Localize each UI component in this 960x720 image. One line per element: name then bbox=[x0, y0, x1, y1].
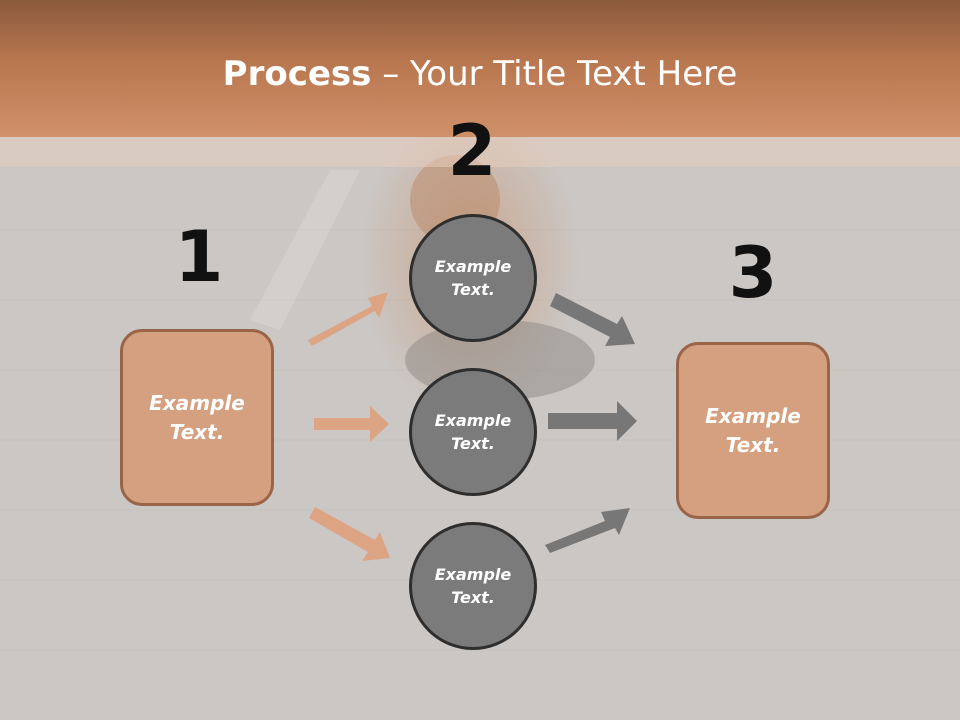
arrow-1-to-2a bbox=[308, 292, 388, 346]
step-1-text: Example Text. bbox=[149, 390, 245, 444]
step-2c-circle: Example Text. bbox=[409, 522, 537, 650]
title-bold: Process bbox=[222, 54, 372, 94]
title-rest: Your Title Text Here bbox=[410, 54, 738, 94]
title-band bbox=[0, 0, 960, 137]
arrow-1-to-2b bbox=[314, 406, 389, 442]
arrow-1-to-2c bbox=[309, 507, 390, 561]
step-2b-circle: Example Text. bbox=[409, 368, 537, 496]
step-1-box: Example Text. bbox=[120, 329, 274, 506]
step-1-number: 1 bbox=[174, 216, 224, 298]
arrow-2a-to-3 bbox=[550, 293, 635, 346]
step-3-box: Example Text. bbox=[676, 342, 830, 519]
arrow-2c-to-3 bbox=[545, 508, 630, 553]
step-2-number: 2 bbox=[447, 110, 497, 192]
step-2a-text: Example Text. bbox=[434, 257, 512, 299]
step-3-text: Example Text. bbox=[705, 403, 801, 457]
step-2b-text: Example Text. bbox=[434, 411, 512, 453]
step-3-number: 3 bbox=[728, 232, 778, 314]
step-2c-text: Example Text. bbox=[434, 565, 512, 607]
title-strip bbox=[0, 137, 960, 167]
arrow-2b-to-3 bbox=[548, 401, 637, 441]
slide-title: Process – Your Title Text Here bbox=[0, 52, 960, 96]
step-2a-circle: Example Text. bbox=[409, 214, 537, 342]
title-dash: – bbox=[371, 54, 411, 94]
